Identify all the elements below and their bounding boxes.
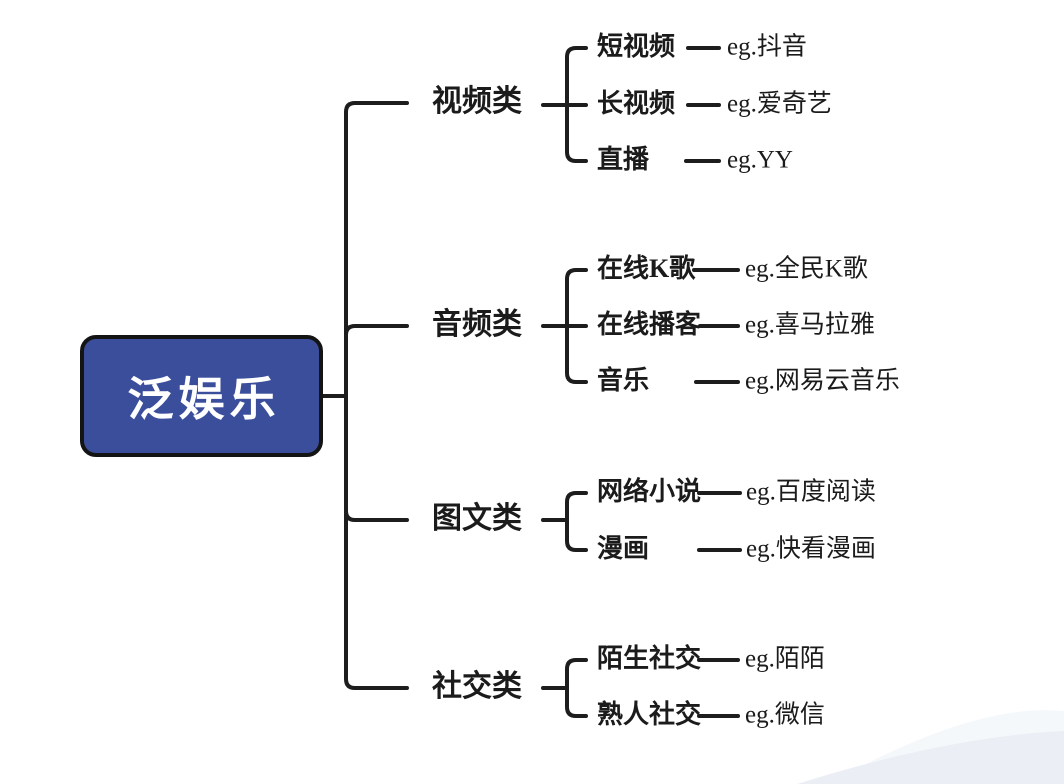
text-subtrunk-top: [565, 491, 588, 522]
example-label: eg.微信: [745, 701, 825, 729]
root-node: 泛娱乐: [80, 335, 323, 457]
example-label: eg.百度阅读: [746, 478, 876, 506]
example-label: eg.陌陌: [745, 645, 825, 673]
branch-line-text: [344, 394, 409, 522]
child-label: 直播: [597, 144, 650, 174]
example-label: eg.全民K歌: [745, 255, 868, 283]
text-subtrunk-bot: [565, 518, 588, 552]
video-subtrunk-bot: [565, 103, 588, 163]
example-label: eg.网易云音乐: [745, 367, 900, 395]
video-subtrunk-top: [565, 46, 588, 107]
social-subtrunk-top: [565, 658, 588, 690]
example-label: eg.抖音: [727, 33, 807, 61]
example-label: eg.YY: [727, 146, 793, 174]
child-label: 漫画: [597, 533, 650, 563]
branch-line-audio: [344, 324, 409, 398]
branch-line-social: [344, 394, 409, 690]
child-label: 长视频: [597, 88, 676, 118]
wave-decoration: [797, 710, 1064, 784]
example-label: eg.爱奇艺: [727, 90, 832, 118]
trunk-and-branch-lines: [321, 46, 742, 718]
branch-line-video: [344, 101, 409, 398]
example-label: eg.喜马拉雅: [745, 311, 875, 339]
audio-subtrunk-top: [565, 268, 588, 328]
branch-label-social: 社交类: [432, 669, 522, 703]
branch-label-video: 视频类: [432, 84, 522, 118]
audio-subtrunk-bot: [565, 324, 588, 384]
social-subtrunk-bot: [565, 686, 588, 718]
child-label: 陌生社交: [597, 643, 702, 673]
child-label: 短视频: [597, 31, 676, 61]
branch-label-audio: 音频类: [432, 307, 522, 341]
example-label: eg.快看漫画: [746, 535, 876, 563]
child-label: 在线K歌: [597, 253, 696, 283]
child-label: 熟人社交: [597, 699, 702, 729]
branch-label-text: 图文类: [432, 501, 522, 535]
child-label: 在线播客: [597, 309, 702, 339]
child-label: 音乐: [597, 365, 650, 395]
child-label: 网络小说: [597, 476, 702, 506]
